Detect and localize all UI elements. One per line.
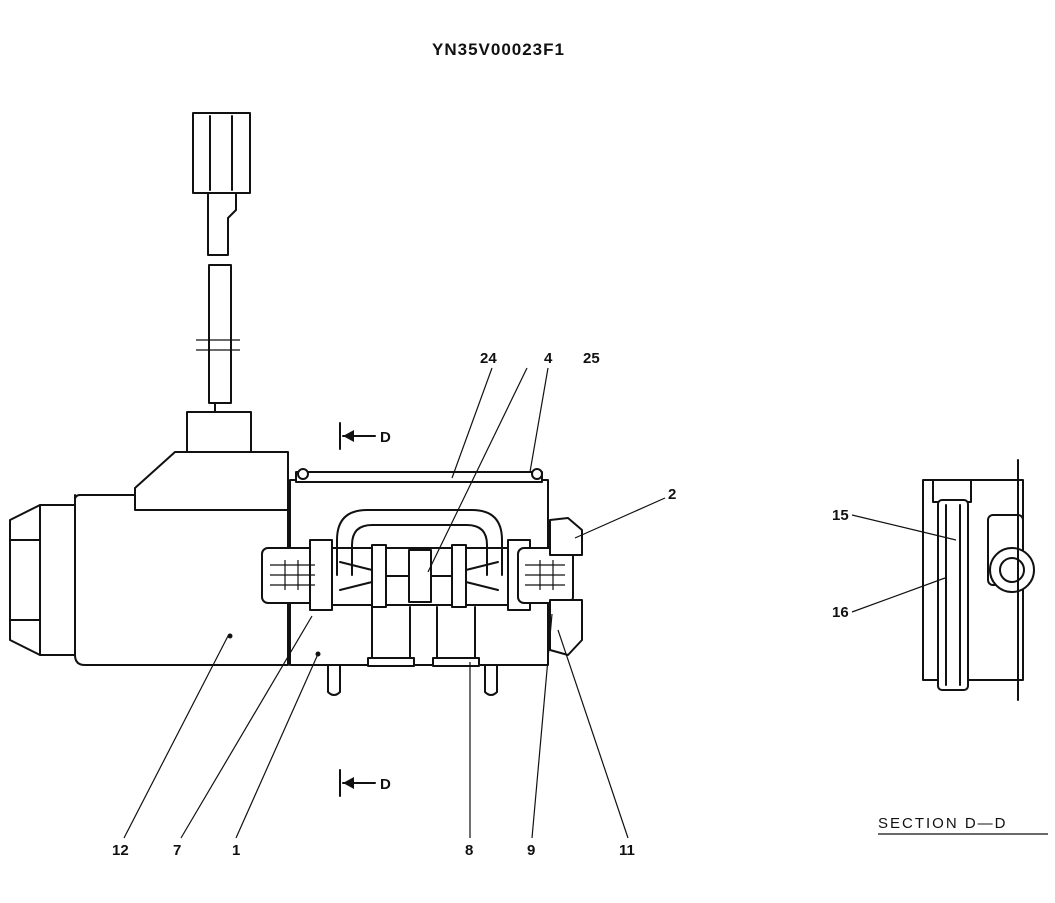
section-marker-bottom-label: D bbox=[380, 776, 391, 793]
solenoid-coil bbox=[9, 451, 289, 666]
callout-11: 11 bbox=[619, 842, 635, 859]
left-plug bbox=[261, 539, 333, 611]
callout-16: 16 bbox=[832, 604, 849, 621]
right-plug bbox=[507, 517, 583, 656]
callout-25: 25 bbox=[583, 350, 600, 367]
section-marker-top: D bbox=[339, 422, 391, 450]
callout-4: 4 bbox=[544, 350, 553, 367]
section-title: SECTION D—D bbox=[878, 815, 1008, 832]
connector-plug bbox=[186, 112, 252, 455]
drawing-title: YN35V00023F1 bbox=[432, 40, 565, 59]
callout-15: 15 bbox=[832, 507, 849, 524]
callout-24: 24 bbox=[480, 350, 497, 367]
section-marker-top-label: D bbox=[380, 429, 391, 446]
callout-1: 1 bbox=[232, 842, 240, 859]
callout-8: 8 bbox=[465, 842, 473, 859]
section-dd-view bbox=[851, 459, 1035, 701]
callout-7: 7 bbox=[173, 842, 181, 859]
callout-9: 9 bbox=[527, 842, 535, 859]
callout-2: 2 bbox=[668, 486, 676, 503]
callout-12: 12 bbox=[112, 842, 129, 859]
leader-lines bbox=[123, 367, 666, 839]
section-marker-bottom: D bbox=[339, 769, 391, 797]
